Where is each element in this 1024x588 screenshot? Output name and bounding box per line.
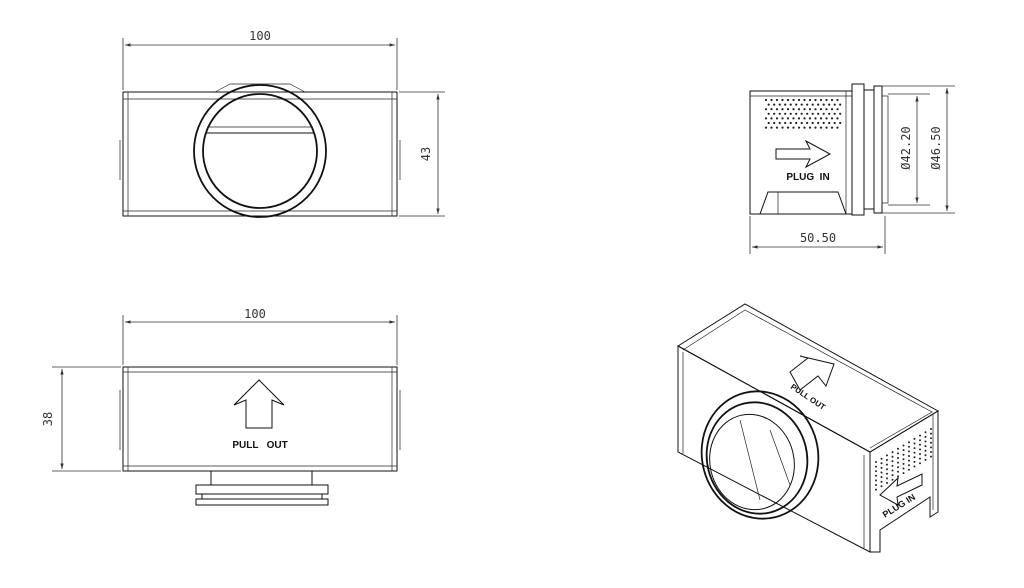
vent-grid — [764, 98, 842, 129]
side-plug-in-label: PLUG IN — [786, 172, 829, 183]
top-view: PULL OUT 100 38 — [41, 307, 401, 506]
plug-in-arrow — [775, 139, 832, 169]
iso-pull-out-arrow — [789, 355, 835, 391]
dia-outer-dim: Ø46.50 — [929, 126, 943, 169]
top-width-dim: 100 — [244, 307, 266, 321]
pull-out-arrow — [233, 379, 285, 429]
iso-vent-grid — [875, 428, 932, 491]
front-width-dim: 100 — [249, 29, 271, 43]
side-view: PLUG IN Ø42.20 Ø46.50 50.50 — [749, 83, 955, 254]
dia-inner-dim: Ø42.20 — [899, 126, 913, 169]
top-height-dim: 38 — [41, 412, 55, 426]
front-view: 100 43 — [119, 29, 445, 218]
iso-plug-in-arrow — [879, 473, 923, 506]
pull-out-label: PULL OUT — [232, 440, 287, 451]
iso-pull-out-label: PULL OUT — [789, 382, 827, 412]
side-length-dim: 50.50 — [800, 231, 836, 245]
isometric-view: PULL OUT PLUG IN — [677, 303, 939, 553]
front-height-dim: 43 — [419, 147, 433, 161]
